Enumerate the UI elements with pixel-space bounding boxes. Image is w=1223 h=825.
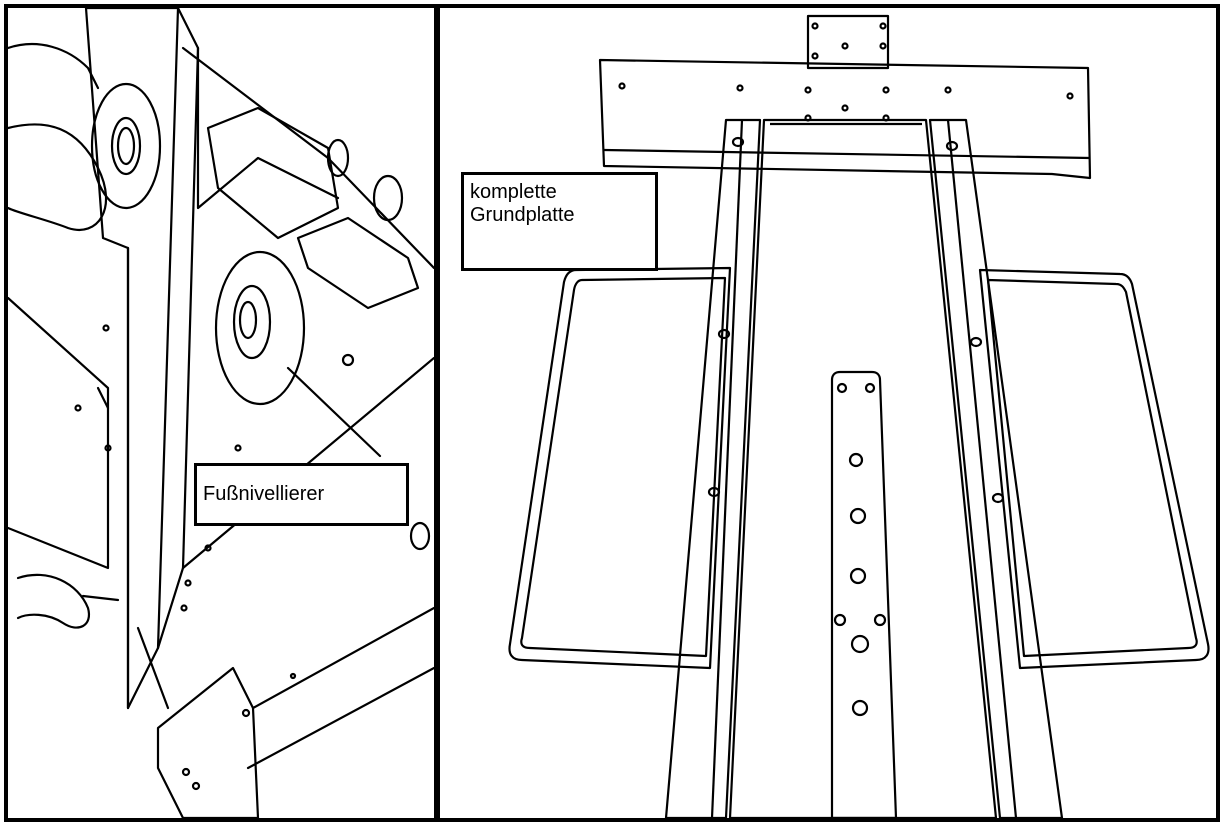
right-rail [928, 118, 1064, 818]
foot-leveler-leader [286, 366, 382, 458]
bottom-bracket [156, 666, 260, 818]
foot-leveler-wheel [214, 250, 306, 406]
foot-leveler-label: Fußnivellierer [194, 463, 409, 526]
center-strip [830, 370, 898, 818]
right-wing-plate [978, 268, 1210, 670]
base-plate-drawing [508, 14, 1210, 818]
upper-wheel [90, 82, 162, 210]
base-plate-label: komplette Grundplatte [461, 172, 658, 271]
left-wing-plate [508, 266, 732, 670]
frame-diagonal-beam [181, 46, 434, 270]
right-panel-illustration: komplette Grundplatte [436, 4, 1220, 822]
cross-bar [598, 58, 1092, 180]
frame-tall-plate [84, 8, 180, 710]
upper-block [206, 106, 340, 240]
machine-side-drawing [8, 8, 434, 818]
top-mounting-plate [806, 14, 890, 70]
worker-body [8, 123, 108, 231]
left-panel-illustration: Fußnivellierer [4, 4, 438, 822]
left-rail [664, 118, 762, 818]
center-channel [728, 118, 998, 818]
worker-hand [16, 573, 91, 629]
